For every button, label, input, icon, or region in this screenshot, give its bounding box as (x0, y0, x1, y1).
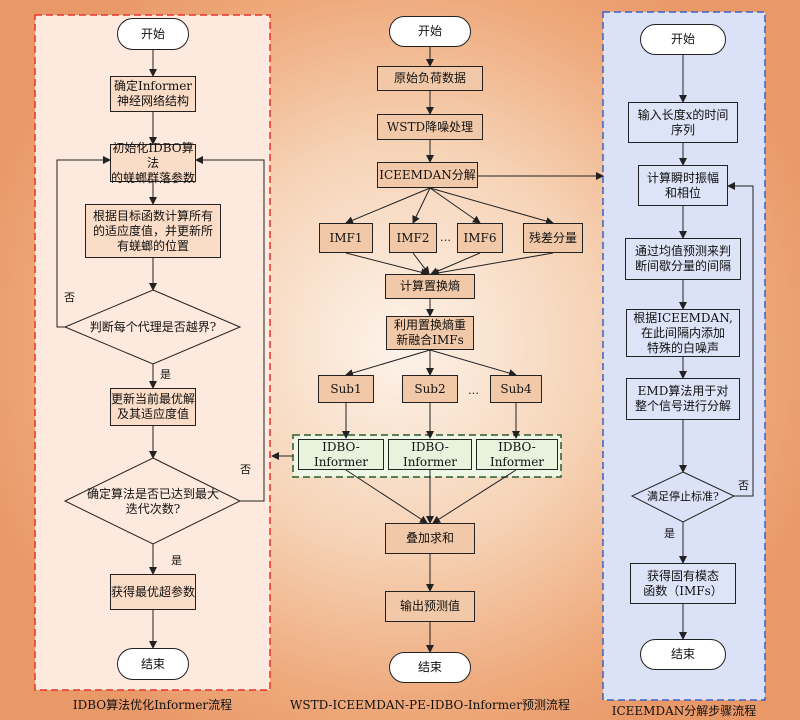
arrow-m-imf1 (345, 187, 431, 224)
left-step-init-idbo: 初始化IDBO算法 的蜣螂群落参数 (110, 140, 196, 185)
middle-caption: WSTD-ICEEMDAN-PE-IDBO-Informer预测流程 (290, 698, 570, 712)
arrow-m-sub1 (345, 349, 431, 377)
arrow-m-imf1-pe (345, 252, 429, 277)
right-step-get-imfs: 获得固有模态 函数（IMFs） (630, 563, 736, 604)
middle-step-sum: 叠加求和 (385, 523, 475, 554)
middle-start: 开始 (389, 16, 471, 47)
arrow-m-res-pe (431, 252, 554, 277)
arrow-m-imf2-pe (412, 252, 430, 275)
left-no-label-1: 否 (64, 291, 75, 304)
middle-sub1: Sub1 (318, 375, 374, 403)
arrow-m-imf2 (412, 187, 431, 224)
middle-step-refuse-imfs: 利用置换熵重 新融合IMFs (386, 316, 474, 350)
decision-r-shape (630, 471, 736, 523)
middle-imf6: IMF6 (457, 223, 503, 253)
left-step-get-hyperparams: 获得最优超参数 (110, 574, 196, 610)
middle-sub-ellipsis: … (468, 384, 479, 397)
middle-residual: 残差分量 (523, 223, 583, 253)
right-start: 开始 (640, 24, 726, 55)
left-decision-bounds: 判断每个代理是否越界? (89, 319, 217, 334)
arrow-m-sub4 (429, 349, 517, 377)
decision-l-1-shape (63, 289, 242, 365)
right-panel-caption: ICEEMDAN分解步骤流程 (611, 704, 757, 718)
left-step-update-best: 更新当前最优解 及其适应度值 (110, 388, 196, 426)
right-step-mean-predict: 通过均值预测来判 断间歇分量的间隔 (625, 238, 741, 280)
middle-imf1: IMF1 (319, 223, 373, 253)
middle-step-wstd: WSTD降噪处理 (377, 114, 483, 140)
right-yes-label: 是 (664, 527, 675, 540)
right-no-label: 否 (738, 479, 749, 492)
arrow-m-imf6 (429, 187, 481, 224)
left-decision-max-iter: 确定算法是否已达到最大 迭代次数? (86, 487, 219, 516)
middle-imf-ellipsis: … (440, 231, 451, 244)
right-end: 结束 (640, 639, 726, 670)
loop-r-1 (727, 182, 754, 497)
middle-idbo-informer-2: IDBO-Informer (388, 439, 472, 470)
middle-sub2: Sub2 (402, 375, 458, 403)
left-start: 开始 (117, 18, 189, 50)
arrow-m-sum3 (432, 469, 517, 524)
arrow-m-res (429, 187, 554, 225)
decision-l-2-shape (63, 457, 242, 545)
arrow-m-imf6-pe (430, 252, 481, 275)
left-yes-label-2: 是 (171, 554, 182, 567)
arrow-m-sum1 (345, 469, 428, 524)
middle-step-raw-load: 原始负荷数据 (377, 66, 483, 91)
middle-imf2: IMF2 (389, 223, 437, 253)
left-panel-caption: IDBO算法优化Informer流程 (72, 698, 233, 712)
left-end: 结束 (117, 648, 189, 680)
right-step-emd: EMD算法用于对 整个信号进行分解 (626, 378, 740, 420)
left-step-define-informer: 确定Informer 神经网络结构 (110, 76, 196, 112)
left-no-label-2: 否 (240, 463, 251, 476)
middle-idbo-informer-1: IDBO-Informer (298, 439, 384, 470)
left-yes-label-1: 是 (160, 368, 171, 381)
middle-step-iceemdan: ICEEMDAN分解 (377, 162, 478, 188)
right-step-amplitude-phase: 计算瞬时振幅 和相位 (638, 165, 728, 206)
right-decision-stop: 满足停止标准? (647, 489, 719, 503)
middle-idbo-informer-3: IDBO-Informer (476, 439, 558, 470)
middle-step-output: 输出预测值 (385, 591, 475, 622)
right-step-input-series: 输入长度x的时间 序列 (628, 102, 738, 143)
middle-end: 结束 (389, 652, 471, 683)
loop-l-1 (56, 156, 111, 328)
right-step-add-noise: 根据ICEEMDAN, 在此间隔内添加 特殊的白噪声 (626, 309, 740, 357)
left-step-compute-fitness: 根据目标函数计算所有 的适应度值，并更新所 有蜣螂的位置 (85, 204, 221, 258)
loop-l-2 (195, 156, 265, 502)
middle-sub4: Sub4 (490, 375, 542, 403)
middle-step-perm-entropy: 计算置换熵 (385, 274, 475, 299)
